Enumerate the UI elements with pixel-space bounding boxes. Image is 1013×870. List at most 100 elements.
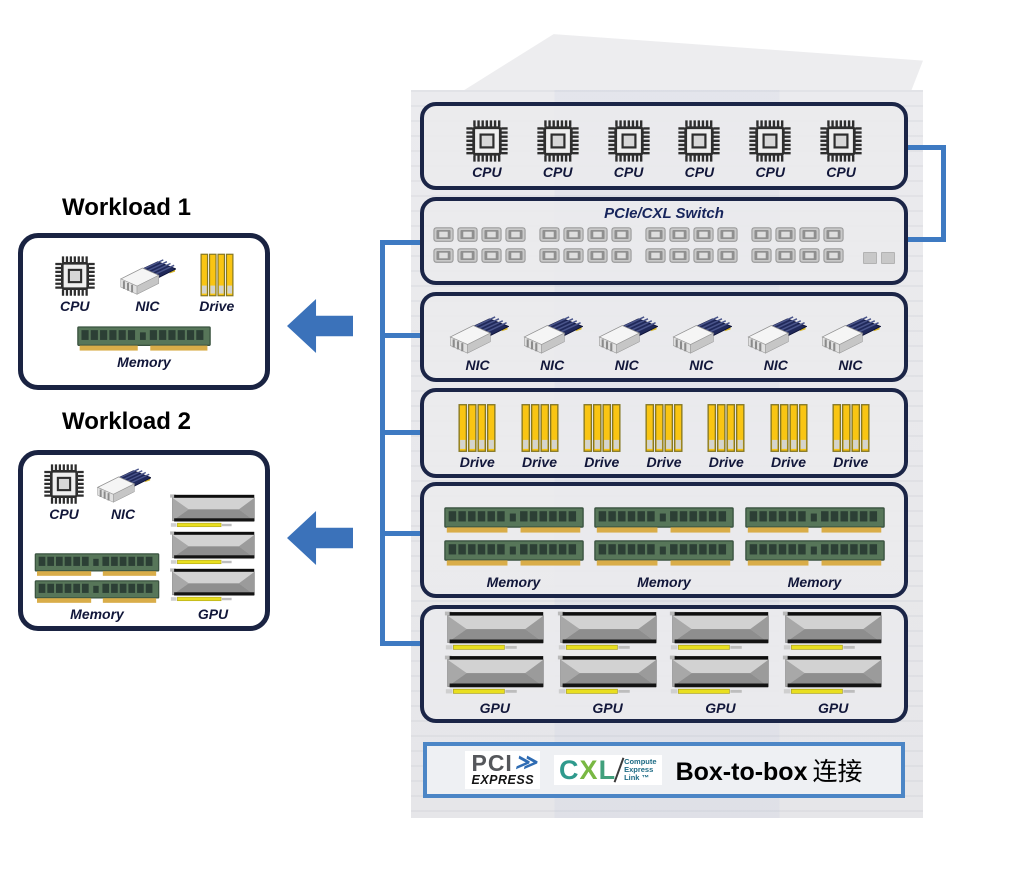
gpu-label: GPU <box>592 699 623 716</box>
cpu-label: CPU <box>542 163 573 180</box>
nic-label: NIC <box>540 356 565 373</box>
port-icon <box>563 248 584 263</box>
workload1-title: Workload 1 <box>62 194 191 221</box>
port-icon <box>587 248 608 263</box>
nic-icon <box>521 316 583 356</box>
workload2-box: CPU NIC Memory GPU <box>18 450 270 631</box>
nic-icon <box>596 316 658 356</box>
box-to-box-label: Box-to-box <box>675 758 808 786</box>
drive-unit: Drive <box>770 403 808 470</box>
cxl-letter-l: L <box>598 754 615 785</box>
cpu-unit: CPU <box>43 463 85 522</box>
switch-port-group <box>645 227 738 242</box>
switch-port-row <box>433 227 895 242</box>
cpu-icon <box>536 119 580 163</box>
gpu-icon <box>781 655 885 695</box>
switch-port-row <box>433 248 895 264</box>
memory-label: Memory <box>486 573 541 590</box>
gpu-unit: GPU <box>443 611 547 716</box>
workload1-box: CPU NIC Drive Memory <box>18 233 270 390</box>
gpu-icon <box>167 531 259 565</box>
workload2-row1: CPU NIC <box>33 463 161 522</box>
switch-port-group <box>751 227 844 242</box>
port-icon <box>433 248 454 263</box>
memory-label: Memory <box>117 353 171 370</box>
drive-unit: Drive <box>199 253 234 314</box>
drive-label: Drive <box>521 453 558 470</box>
cpu-icon <box>748 119 792 163</box>
pci-express-logo: PCI ≫ EXPRESS <box>465 751 541 789</box>
memory-label: Memory <box>70 605 124 622</box>
port-icon <box>645 227 666 242</box>
cpu-icon <box>607 119 651 163</box>
nic-unit: NIC <box>447 316 509 373</box>
nic-label: NIC <box>135 298 160 315</box>
nic-unit: NIC <box>118 259 176 314</box>
dimm-icon <box>742 507 888 535</box>
workload1-row1: CPU NIC Drive <box>31 253 257 314</box>
cpu-unit: CPU <box>607 119 651 180</box>
gpu-label: GPU <box>818 699 849 716</box>
gpu-icon <box>556 655 660 695</box>
gpu-shelf: GPU GPU GPU GPU <box>420 605 908 723</box>
drive-label: Drive <box>199 298 235 315</box>
memory-unit: Memory <box>441 507 587 590</box>
drive-unit: Drive <box>707 403 745 470</box>
drive-label: Drive <box>770 453 807 470</box>
gpu-icon <box>167 494 259 528</box>
mini-port-icon <box>863 252 877 264</box>
port-icon <box>481 227 502 242</box>
switch-port-group <box>433 248 526 263</box>
workload2-left-column: CPU NIC Memory <box>33 463 161 622</box>
drive-label: Drive <box>459 453 495 470</box>
gpu-icon <box>668 611 772 651</box>
cpu-label: CPU <box>613 163 644 180</box>
port-icon <box>799 248 820 263</box>
port-icon <box>775 227 796 242</box>
memory-label: Memory <box>787 573 842 590</box>
switch-port-area <box>433 221 895 264</box>
cxl-divider <box>613 757 625 783</box>
cxl-logo: C X L Compute Express Link ™ <box>554 755 662 785</box>
memory-unit: Memory <box>33 553 161 622</box>
port-icon <box>563 227 584 242</box>
nic-label: NIC <box>763 356 788 373</box>
port-icon <box>539 248 560 263</box>
stub-drive <box>380 430 422 435</box>
server-rack-roof <box>451 34 923 98</box>
workload2-title: Workload 2 <box>62 408 191 435</box>
nic-icon <box>745 316 807 356</box>
mini-port-icon <box>881 252 895 264</box>
gpu-icon <box>167 568 259 602</box>
drive-icon <box>770 403 808 453</box>
port-icon <box>539 227 560 242</box>
cxl-sub-line2: Express <box>624 764 654 774</box>
cpu-label: CPU <box>684 163 715 180</box>
pci-express-word: EXPRESS <box>471 773 535 788</box>
memory-dimm-icon <box>33 580 161 605</box>
cxl-letter-x: X <box>579 754 598 785</box>
port-icon <box>611 227 632 242</box>
cpu-label: CPU <box>472 163 502 180</box>
cxl-subtext: Compute Express Link ™ <box>624 757 657 782</box>
drive-icon <box>832 403 870 453</box>
port-icon <box>481 248 502 263</box>
nic-label: NIC <box>689 356 714 373</box>
drive-icon <box>583 403 621 453</box>
cpu-switch-link-top <box>906 145 946 150</box>
arrow-to-workload2 <box>287 511 353 565</box>
box-to-box-chinese: 连接 <box>812 758 863 786</box>
drive-icon <box>645 403 683 453</box>
port-icon <box>611 248 632 263</box>
gpu-label: GPU <box>705 699 736 716</box>
nic-unit: NIC <box>521 316 583 373</box>
cpu-icon <box>677 119 721 163</box>
nic-label: NIC <box>465 356 490 373</box>
memory-dimm-icon <box>77 326 211 353</box>
gpu-label: GPU <box>197 605 229 622</box>
port-icon <box>669 248 690 263</box>
